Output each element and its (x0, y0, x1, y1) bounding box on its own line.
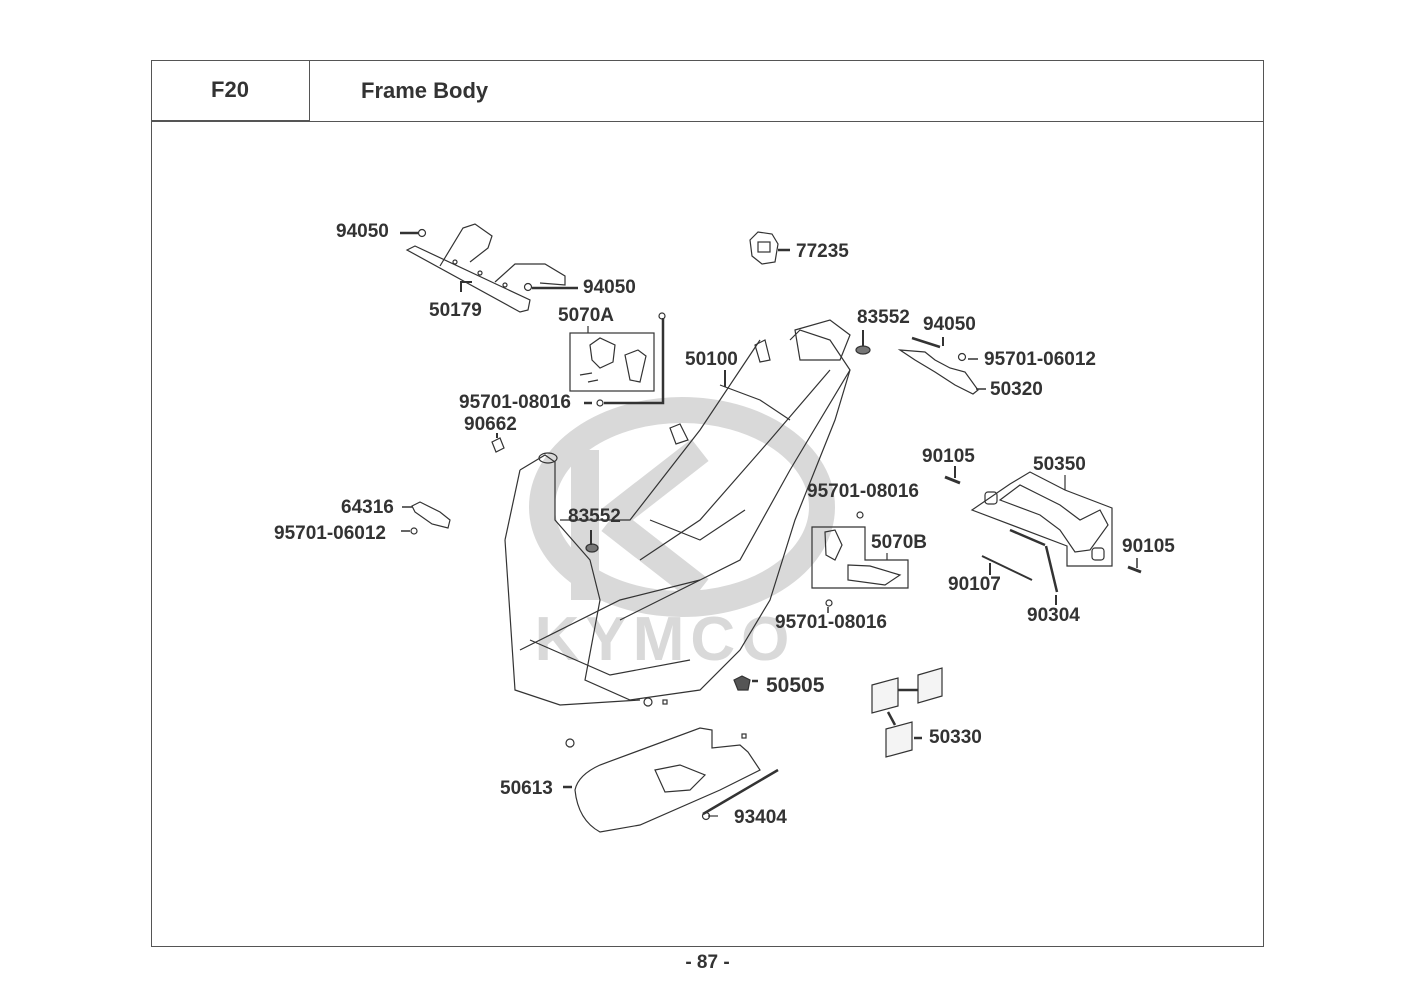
callout-5070a: 5070A (558, 305, 614, 326)
part-5070b-footrest (824, 529, 902, 586)
part-95701-08016-bolt-a2 (596, 399, 604, 407)
part-90662-clamp (491, 437, 505, 453)
page-frame (151, 60, 1264, 947)
callout-77235: 77235 (796, 241, 849, 262)
callout-50350: 50350 (1033, 454, 1086, 475)
part-95701-08016-bolt-b (856, 511, 864, 519)
callout-50505: 50505 (766, 674, 825, 697)
group-box-5070a (569, 332, 655, 392)
callout-95701-06012: 95701-06012 (274, 523, 386, 544)
part-90105-bolt-b (1127, 565, 1142, 574)
callout-50179: 50179 (429, 300, 482, 321)
part-83552-rubber-b (585, 543, 599, 553)
leader-95701-08016-a (584, 318, 665, 405)
part-50100-main-frame (504, 319, 851, 706)
section-header: F20 Frame Body (151, 60, 1264, 122)
callout-90105: 90105 (922, 446, 975, 467)
page-number: - 87 - (685, 952, 730, 973)
callout-95701-06012: 95701-06012 (984, 349, 1096, 370)
part-83552-rubber-a (855, 345, 871, 355)
part-90304-bolt (1044, 545, 1059, 593)
part-77235-lock (749, 231, 779, 265)
watermark-text: KYMCO (535, 605, 796, 674)
part-64316-bracket (411, 501, 451, 529)
callout-94050: 94050 (583, 277, 636, 298)
callout-83552: 83552 (568, 506, 621, 527)
part-90107-shaft (981, 555, 1033, 581)
callout-94050: 94050 (923, 314, 976, 335)
part-94050-bolt-a (417, 228, 427, 238)
part-90304-spring (1009, 528, 1046, 547)
callout-90105: 90105 (1122, 536, 1175, 557)
part-50179-bracket (405, 223, 566, 313)
section-title: Frame Body (361, 77, 489, 103)
part-95701-06012-nut-a (957, 352, 967, 362)
part-95701-08016-bolt-c (825, 599, 833, 607)
group-box-50350 (970, 471, 1113, 567)
part-50350-stand (984, 484, 1109, 561)
header-divider (151, 121, 1264, 122)
part-93404-bolt (702, 768, 779, 816)
watermark-k-letter (571, 438, 709, 602)
group-box-5070b (811, 526, 909, 589)
callout-50100: 50100 (685, 349, 738, 370)
section-code: F20 (151, 60, 310, 121)
callout-95701-08016: 95701-08016 (775, 612, 887, 633)
part-50505-damper (733, 675, 751, 691)
part-95701-06012-nut-b (410, 527, 418, 535)
callout-50330: 50330 (929, 727, 982, 748)
callout-93404: 93404 (734, 807, 787, 828)
callout-90304: 90304 (1027, 605, 1080, 626)
callout-83552: 83552 (857, 307, 910, 328)
part-50330-pads (871, 667, 943, 758)
part-50320-bracket (897, 349, 979, 395)
part-50613-undercover (565, 697, 761, 833)
callout-50320: 50320 (990, 379, 1043, 400)
callout-64316: 64316 (341, 497, 394, 518)
callout-5070b: 5070B (871, 532, 927, 553)
callout-90107: 90107 (948, 574, 1001, 595)
part-94050-bolt-c (911, 336, 941, 349)
callout-50613: 50613 (500, 778, 553, 799)
part-5070a-bracket (579, 337, 647, 383)
callout-95701-08016: 95701-08016 (459, 392, 571, 413)
callout-94050: 94050 (336, 221, 389, 242)
callout-90662: 90662 (464, 414, 517, 435)
leader-50179 (460, 281, 472, 292)
kymco-watermark: KYMCO (529, 397, 835, 674)
part-95701-08016-bolt-a (658, 312, 666, 320)
callout-95701-08016: 95701-08016 (807, 481, 919, 502)
watermark-ellipse (529, 397, 835, 617)
part-94050-nut-b (523, 282, 533, 292)
part-90105-bolt-a (944, 475, 961, 485)
